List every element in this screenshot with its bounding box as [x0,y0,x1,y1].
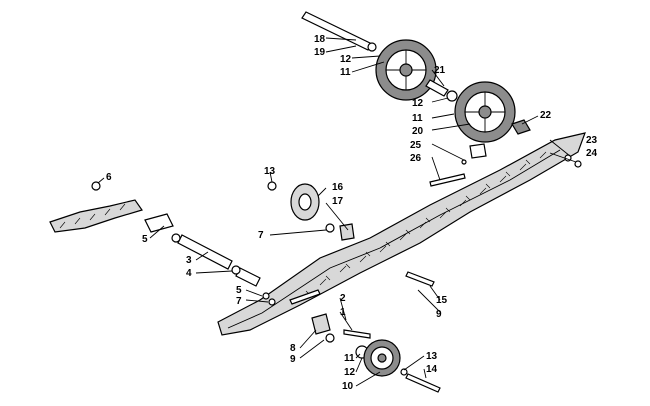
label-7: 7 [236,296,242,307]
label-11: 11 [412,113,423,124]
hardware [91,143,582,339]
cross-shafts [144,213,261,287]
label-21: 21 [434,65,446,76]
label-11: 11 [340,67,351,78]
callout-labels: 18 19 12 11 21 12 11 20 22 23 24 25 26 1… [106,34,598,392]
leader-lines [97,37,577,387]
upper-axle-assembly [301,11,531,143]
label-24: 24 [586,148,598,159]
left-rail [49,199,143,233]
label-2: 2 [340,293,346,304]
label-12: 12 [344,367,356,378]
label-16: 16 [332,182,344,193]
label-13: 13 [426,351,438,362]
center-wheel [267,181,355,241]
label-20: 20 [412,126,424,137]
label-13: 13 [264,166,276,177]
label-9: 9 [290,354,296,365]
label-7: 7 [258,230,264,241]
label-12: 12 [340,54,352,65]
label-1: 1 [340,307,346,318]
label-12: 12 [412,98,424,109]
label-26: 26 [410,153,422,164]
label-22: 22 [540,110,552,121]
label-6: 6 [106,172,112,183]
label-5: 5 [236,285,242,296]
label-17: 17 [332,196,344,207]
label-5: 5 [142,234,148,245]
right-rail [217,132,586,336]
label-15: 15 [436,295,448,306]
label-14: 14 [426,364,438,375]
label-18: 18 [314,34,326,45]
label-25: 25 [410,140,422,151]
label-10: 10 [342,381,354,392]
label-9: 9 [436,309,442,320]
label-4: 4 [186,268,192,279]
idler-wheel-lower [454,81,516,143]
label-23: 23 [586,135,598,146]
label-19: 19 [314,47,326,58]
label-8: 8 [290,343,296,354]
lower-wheel [311,313,441,393]
idler-wheel-upper [375,39,437,101]
label-3: 3 [186,255,192,266]
label-11: 11 [344,353,355,364]
